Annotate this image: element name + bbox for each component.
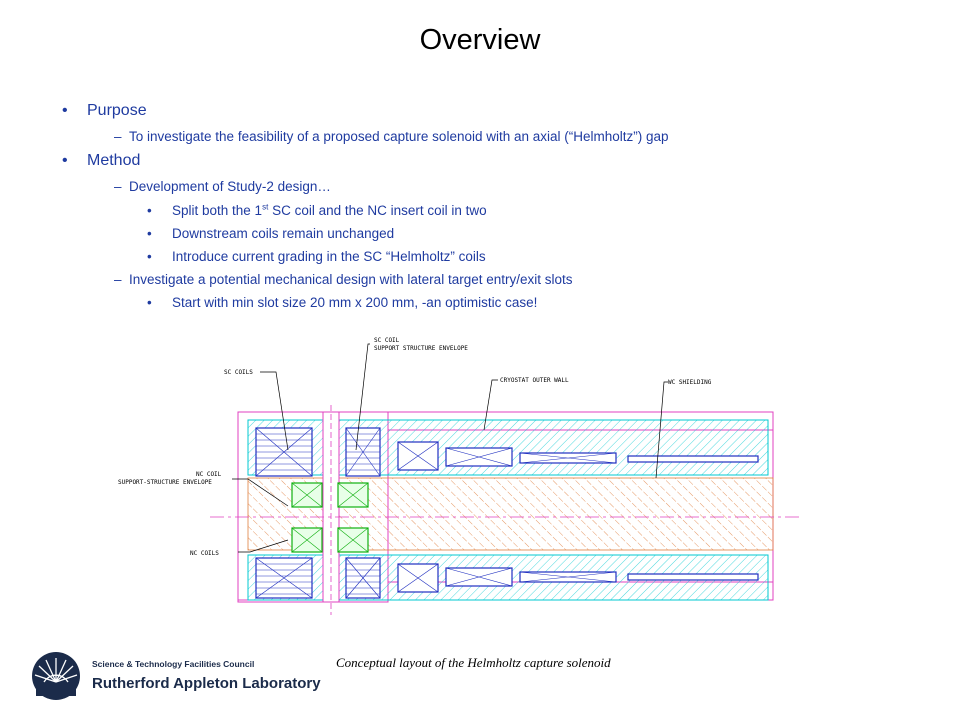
slide-title: Overview: [419, 24, 541, 56]
bullet-marker: •: [62, 102, 68, 119]
label-nc-coils: NC COILS: [190, 550, 219, 557]
figure-caption: Conceptual layout of the Helmholtz captu…: [336, 655, 611, 670]
label-sc-coils: SC COILS: [224, 369, 253, 376]
label-sc-coil: SC COIL: [374, 337, 400, 344]
dash-marker: –: [114, 129, 122, 144]
bullet-marker: •: [147, 226, 152, 241]
logo-lab-name: Rutherford Appleton Laboratory: [92, 675, 321, 692]
bullet-marker: •: [147, 295, 152, 310]
method-sub2: Investigate a potential mechanical desig…: [129, 272, 573, 287]
method-sub1-item-0: Split both the 1st SC coil and the NC in…: [172, 202, 487, 218]
method-heading: Method: [87, 152, 141, 169]
dash-marker: –: [114, 272, 122, 287]
solenoid-layout-drawing: SC COILS SC COIL SUPPORT STRUCTURE ENVEL…: [118, 337, 803, 615]
logo-council-name: Science & Technology Facilities Council: [92, 659, 255, 669]
bullet-marker: •: [147, 203, 152, 218]
bullet-marker: •: [62, 152, 68, 169]
bullet-marker: •: [147, 249, 152, 264]
label-wc-shielding: WC SHIELDING: [668, 379, 712, 386]
method-sub1: Development of Study-2 design…: [129, 179, 331, 194]
stfc-logo-emblem-icon: [32, 652, 80, 700]
drawing-labels: SC COILS SC COIL SUPPORT STRUCTURE ENVEL…: [118, 337, 712, 557]
leader-lines: [232, 343, 668, 553]
purpose-text: To investigate the feasibility of a prop…: [129, 129, 669, 144]
nc-coils: [291, 482, 369, 553]
method-sub2-item-0: Start with min slot size 20 mm x 200 mm,…: [172, 295, 538, 310]
label-nc-support: SUPPORT-STRUCTURE ENVELOPE: [118, 479, 212, 486]
dash-marker: –: [114, 179, 122, 194]
sc-coils-upper: [255, 427, 759, 477]
method-sub1-item-1: Downstream coils remain unchanged: [172, 226, 395, 241]
method-sub1-item-2: Introduce current grading in the SC “Hel…: [172, 249, 486, 264]
label-sc-support: SUPPORT STRUCTURE ENVELOPE: [374, 345, 468, 352]
purpose-heading: Purpose: [87, 102, 147, 119]
sc-coils-lower: [255, 557, 759, 599]
stfc-logo: Science & Technology Facilities Council …: [30, 648, 330, 703]
label-nc-coil: NC COIL: [196, 471, 222, 478]
label-cryostat: CRYOSTAT OUTER WALL: [500, 377, 569, 384]
